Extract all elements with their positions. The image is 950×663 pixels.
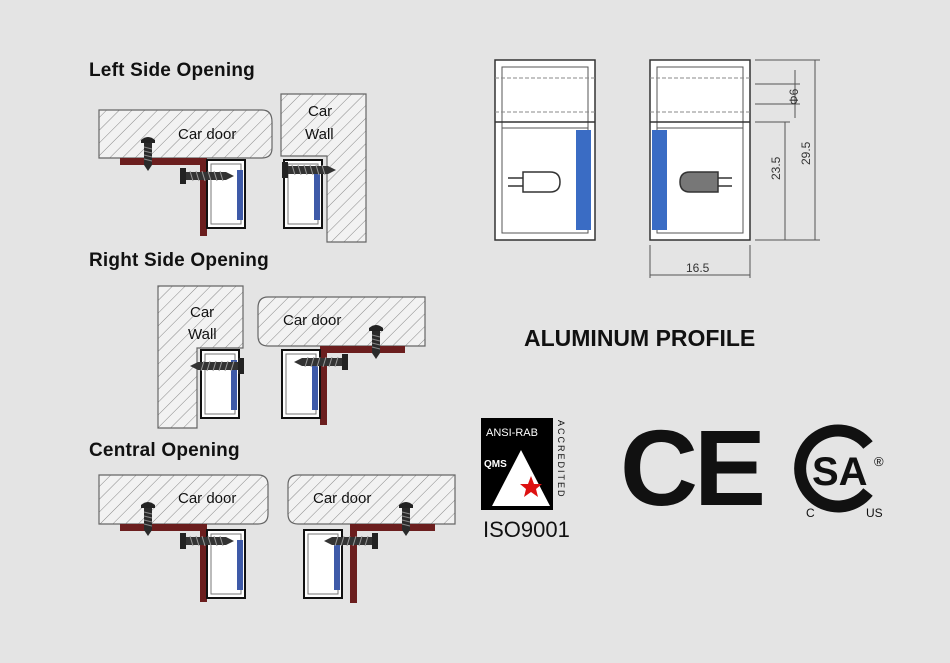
profile-cross-section-right: 16.5 23.5 29.5 Φ6 bbox=[649, 59, 820, 278]
car-door-label: Car door bbox=[283, 312, 341, 329]
svg-text:SA: SA bbox=[812, 450, 868, 494]
wall-label: Wall bbox=[305, 126, 334, 143]
car-label: Car bbox=[308, 103, 332, 120]
car-label: Car bbox=[190, 304, 214, 321]
svg-text:C: C bbox=[806, 506, 815, 520]
wall-label: Wall bbox=[188, 326, 217, 343]
led-bulb-icon bbox=[679, 171, 719, 193]
profile-cross-section-left bbox=[494, 59, 596, 241]
svg-text:US: US bbox=[866, 506, 883, 520]
bracket bbox=[120, 158, 207, 236]
dimension-inner-height: 23.5 bbox=[769, 156, 783, 180]
bracket bbox=[120, 524, 207, 602]
right-side-opening-diagram: Car Wall Car door bbox=[157, 285, 426, 429]
svg-text:ANSI-RAB: ANSI-RAB bbox=[486, 427, 538, 439]
car-wall bbox=[280, 93, 367, 243]
led-strip bbox=[576, 130, 591, 230]
ce-mark-icon: CE bbox=[620, 407, 766, 528]
dimension-outer-height: 29.5 bbox=[799, 141, 813, 165]
heading-right-side-opening: Right Side Opening bbox=[89, 250, 269, 271]
ansi-rab-logo: ANSI-RAB QMS ACCREDITED bbox=[481, 418, 566, 510]
car-door-slab bbox=[98, 109, 273, 159]
aluminum-profile-title: ALUMINUM PROFILE bbox=[524, 325, 756, 351]
csa-mark-icon: SA ® C US bbox=[794, 424, 884, 520]
dimension-diameter: Φ6 bbox=[787, 88, 801, 105]
iso-label: ISO9001 bbox=[483, 517, 570, 542]
heading-central-opening: Central Opening bbox=[89, 440, 240, 461]
central-opening-diagram: Car door Car door bbox=[98, 474, 456, 603]
car-door-label: Car door bbox=[178, 490, 236, 507]
car-door-label: Car door bbox=[313, 490, 371, 507]
svg-text:QMS: QMS bbox=[484, 459, 507, 470]
led-module bbox=[200, 349, 240, 419]
car-door-slab bbox=[98, 474, 269, 525]
led-module bbox=[206, 159, 246, 229]
left-side-opening-diagram: Car door Car Wall bbox=[98, 93, 367, 243]
star-icon bbox=[520, 476, 542, 497]
bracket bbox=[350, 524, 435, 603]
dimension-width: 16.5 bbox=[686, 261, 710, 275]
svg-text:CE: CE bbox=[620, 407, 762, 528]
car-door-label: Car door bbox=[178, 126, 236, 143]
led-bulb-icon bbox=[522, 171, 561, 193]
heading-left-side-opening: Left Side Opening bbox=[89, 60, 255, 81]
car-wall bbox=[157, 285, 244, 429]
bracket bbox=[320, 346, 405, 425]
led-strip bbox=[652, 130, 667, 230]
svg-text:ACCREDITED: ACCREDITED bbox=[556, 420, 566, 499]
car-door-slab bbox=[287, 474, 456, 525]
car-door-slab bbox=[257, 296, 426, 347]
svg-text:®: ® bbox=[874, 454, 884, 469]
